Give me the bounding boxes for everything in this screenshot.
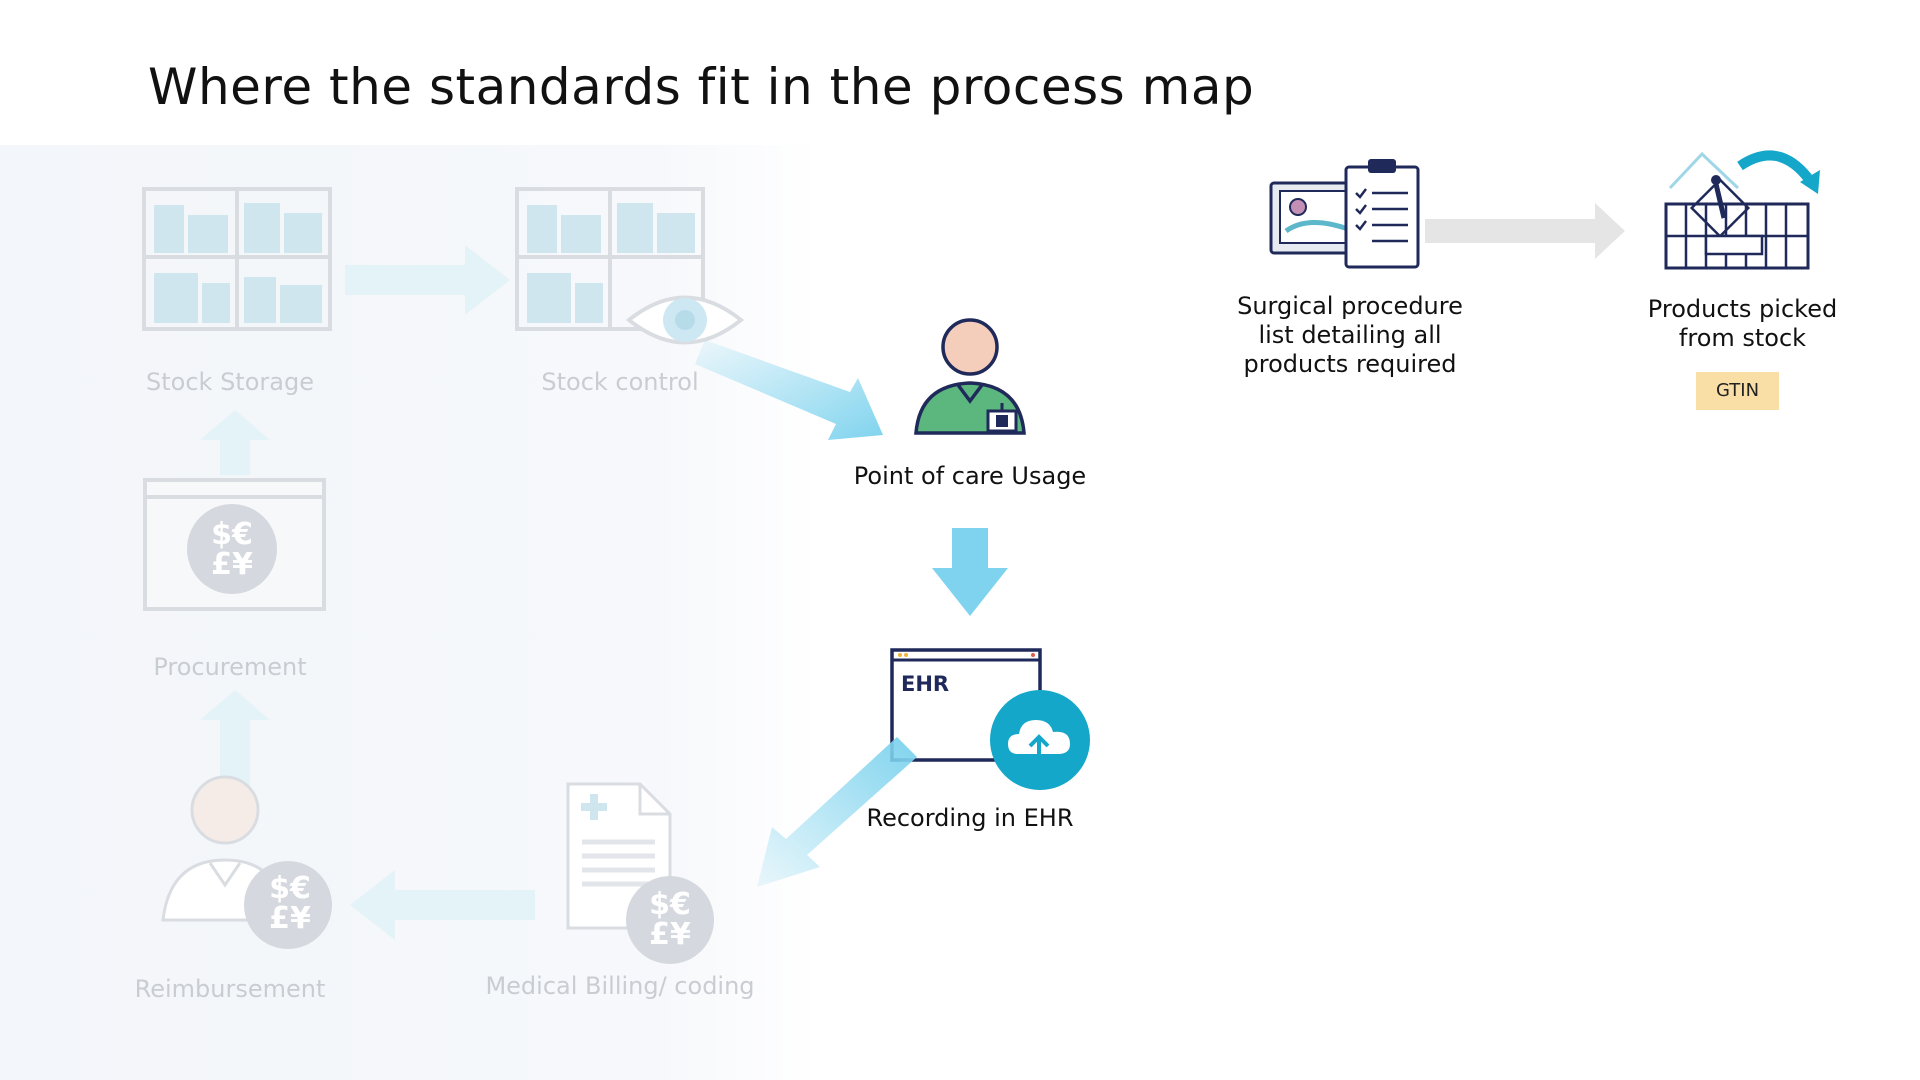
step-label-surgical-list: Surgical procedure list detailing all pr… — [1237, 292, 1463, 378]
currency-line-reimbursement-1: $€ — [269, 871, 311, 906]
flow-arrow-control-to-care — [695, 340, 883, 440]
flow-arrow-ehr-to-billing — [757, 737, 917, 887]
step-label-stock-storage: Stock Storage — [146, 368, 314, 396]
reimbursement-person-icon — [161, 775, 332, 949]
surgical-clipboard-icon — [1269, 159, 1420, 269]
flow-arrow-reimbursement-to-procurement — [200, 690, 270, 785]
step-label-point-of-care: Point of care Usage — [853, 462, 1087, 490]
flow-arrow-list-to-picked — [1425, 203, 1625, 259]
eye-icon — [625, 295, 745, 345]
step-label-products-picked: Products picked from stock — [1647, 295, 1838, 352]
point-of-care-person-icon — [914, 318, 1026, 435]
flow-arrow-care-to-ehr — [932, 528, 1008, 616]
cloud-upload-icon — [990, 690, 1090, 790]
procurement-window-icon — [143, 478, 326, 611]
basket-products-icon — [1664, 150, 1820, 270]
medical-billing-document-icon — [566, 782, 714, 964]
step-label-reimbursement: Reimbursement — [134, 975, 326, 1003]
step-label-recording-ehr: Recording in EHR — [866, 804, 1074, 832]
currency-line-reimbursement-2: £¥ — [269, 901, 311, 936]
page-title: Where the standards fit in the process m… — [148, 58, 1255, 116]
stock-storage-shelf-icon — [142, 187, 332, 331]
currency-line-billing-2: £¥ — [649, 917, 691, 952]
step-label-stock-control: Stock control — [541, 368, 699, 396]
currency-line-procurement-2: £¥ — [211, 547, 253, 582]
currency-line-billing-1: $€ — [649, 887, 691, 922]
flow-arrow-storage-to-control — [345, 245, 510, 315]
step-label-medical-billing: Medical Billing/ coding — [485, 972, 755, 1000]
flow-arrow-procurement-to-storage — [200, 410, 270, 475]
currency-line-procurement-1: $€ — [211, 517, 253, 552]
ehr-label: EHR — [901, 672, 950, 696]
gtin-standard-badge: GTIN — [1696, 372, 1779, 410]
flow-arrow-billing-to-reimbursement — [350, 870, 535, 940]
stock-control-shelf-icon — [515, 187, 705, 331]
step-label-procurement: Procurement — [153, 653, 307, 681]
